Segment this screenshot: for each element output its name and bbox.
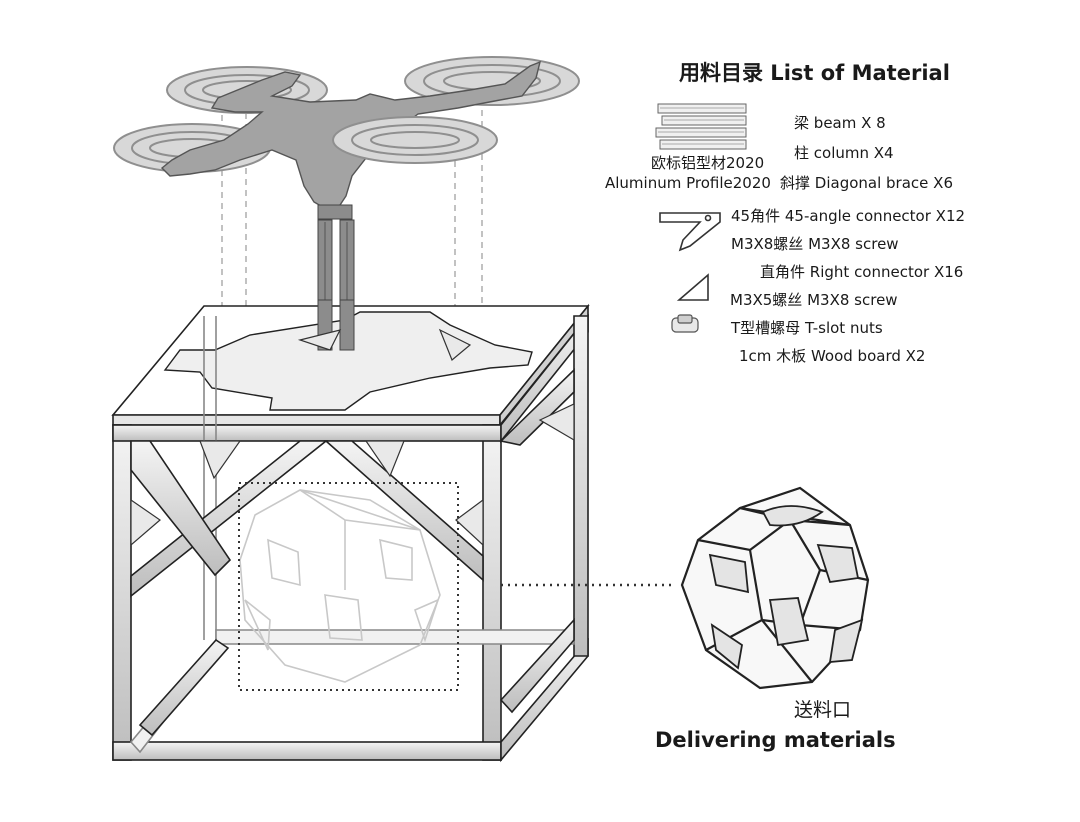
item-t-slot-nuts-en: T-slot nuts — [804, 319, 883, 337]
item-wood-board-cn: 1cm 木板 — [739, 347, 807, 365]
profile-name-en: Aluminum Profile2020 — [605, 174, 771, 192]
item-45-connector-cn: 45角件 — [731, 207, 781, 225]
propeller-right-front — [332, 116, 498, 164]
item-m3x8-screw-cn: M3X8螺丝 — [731, 235, 804, 253]
diagonal-braces — [130, 368, 575, 737]
item-column-en: column X4 — [813, 144, 894, 162]
item-right-connector: 直角件 Right connector X16 — [760, 265, 963, 280]
item-beam: 梁 beam X 8 — [794, 116, 886, 131]
item-m3x5-screw: M3X5螺丝 M3X8 screw — [730, 293, 898, 308]
item-diagonal-brace-cn: 斜撑 — [780, 174, 811, 192]
right-frame — [500, 313, 589, 763]
delivery-window — [238, 482, 459, 691]
connectors — [130, 328, 575, 547]
item-column: 柱 column X4 — [794, 146, 894, 161]
item-wood-board: 1cm 木板 Wood board X2 — [739, 349, 925, 364]
inner-dodecahedron-ghost — [239, 489, 441, 683]
drone — [113, 56, 580, 400]
item-45-connector-en: 45-angle connector X12 — [784, 207, 966, 225]
dodecahedron — [680, 486, 870, 690]
item-t-slot-nuts-cn: T型槽螺母 — [731, 319, 801, 337]
angle-connector-45-icon — [659, 212, 721, 252]
item-wood-board-en: Wood board X2 — [810, 347, 926, 365]
item-m3x5-screw-en: M3X8 screw — [807, 291, 898, 309]
material-list-title: 用料目录 List of Material — [679, 61, 950, 85]
delivery-label-cn: 送料口 — [794, 699, 852, 721]
item-column-cn: 柱 — [794, 144, 810, 162]
profile-name-cn: 欧标铝型材2020 — [651, 154, 765, 172]
right-connector-icon — [676, 273, 709, 301]
item-diagonal-brace: 斜撑 Diagonal brace X6 — [780, 176, 953, 191]
top-board-edge — [112, 414, 501, 426]
item-right-connector-en: Right connector X16 — [809, 263, 964, 281]
item-45-connector: 45角件 45-angle connector X12 — [731, 209, 965, 224]
item-m3x8-screw: M3X8螺丝 M3X8 screw — [731, 237, 899, 252]
item-m3x5-screw-cn: M3X5螺丝 — [730, 291, 803, 309]
item-m3x8-screw-en: M3X8 screw — [808, 235, 899, 253]
t-slot-nut-icon — [671, 314, 699, 333]
landing-slot — [163, 311, 533, 411]
item-beam-cn: 梁 — [794, 114, 810, 132]
front-frame — [112, 424, 502, 761]
delivery-label-en: Delivering materials — [655, 728, 896, 752]
dodeca-window — [761, 505, 824, 527]
item-diagonal-brace-en: Diagonal brace X6 — [814, 174, 953, 192]
item-right-connector-cn: 直角件 — [760, 263, 806, 281]
item-t-slot-nuts: T型槽螺母 T-slot nuts — [731, 321, 883, 336]
item-beam-en: beam X 8 — [813, 114, 886, 132]
aluminum-profile-icon — [655, 103, 747, 150]
station-box — [111, 299, 590, 763]
